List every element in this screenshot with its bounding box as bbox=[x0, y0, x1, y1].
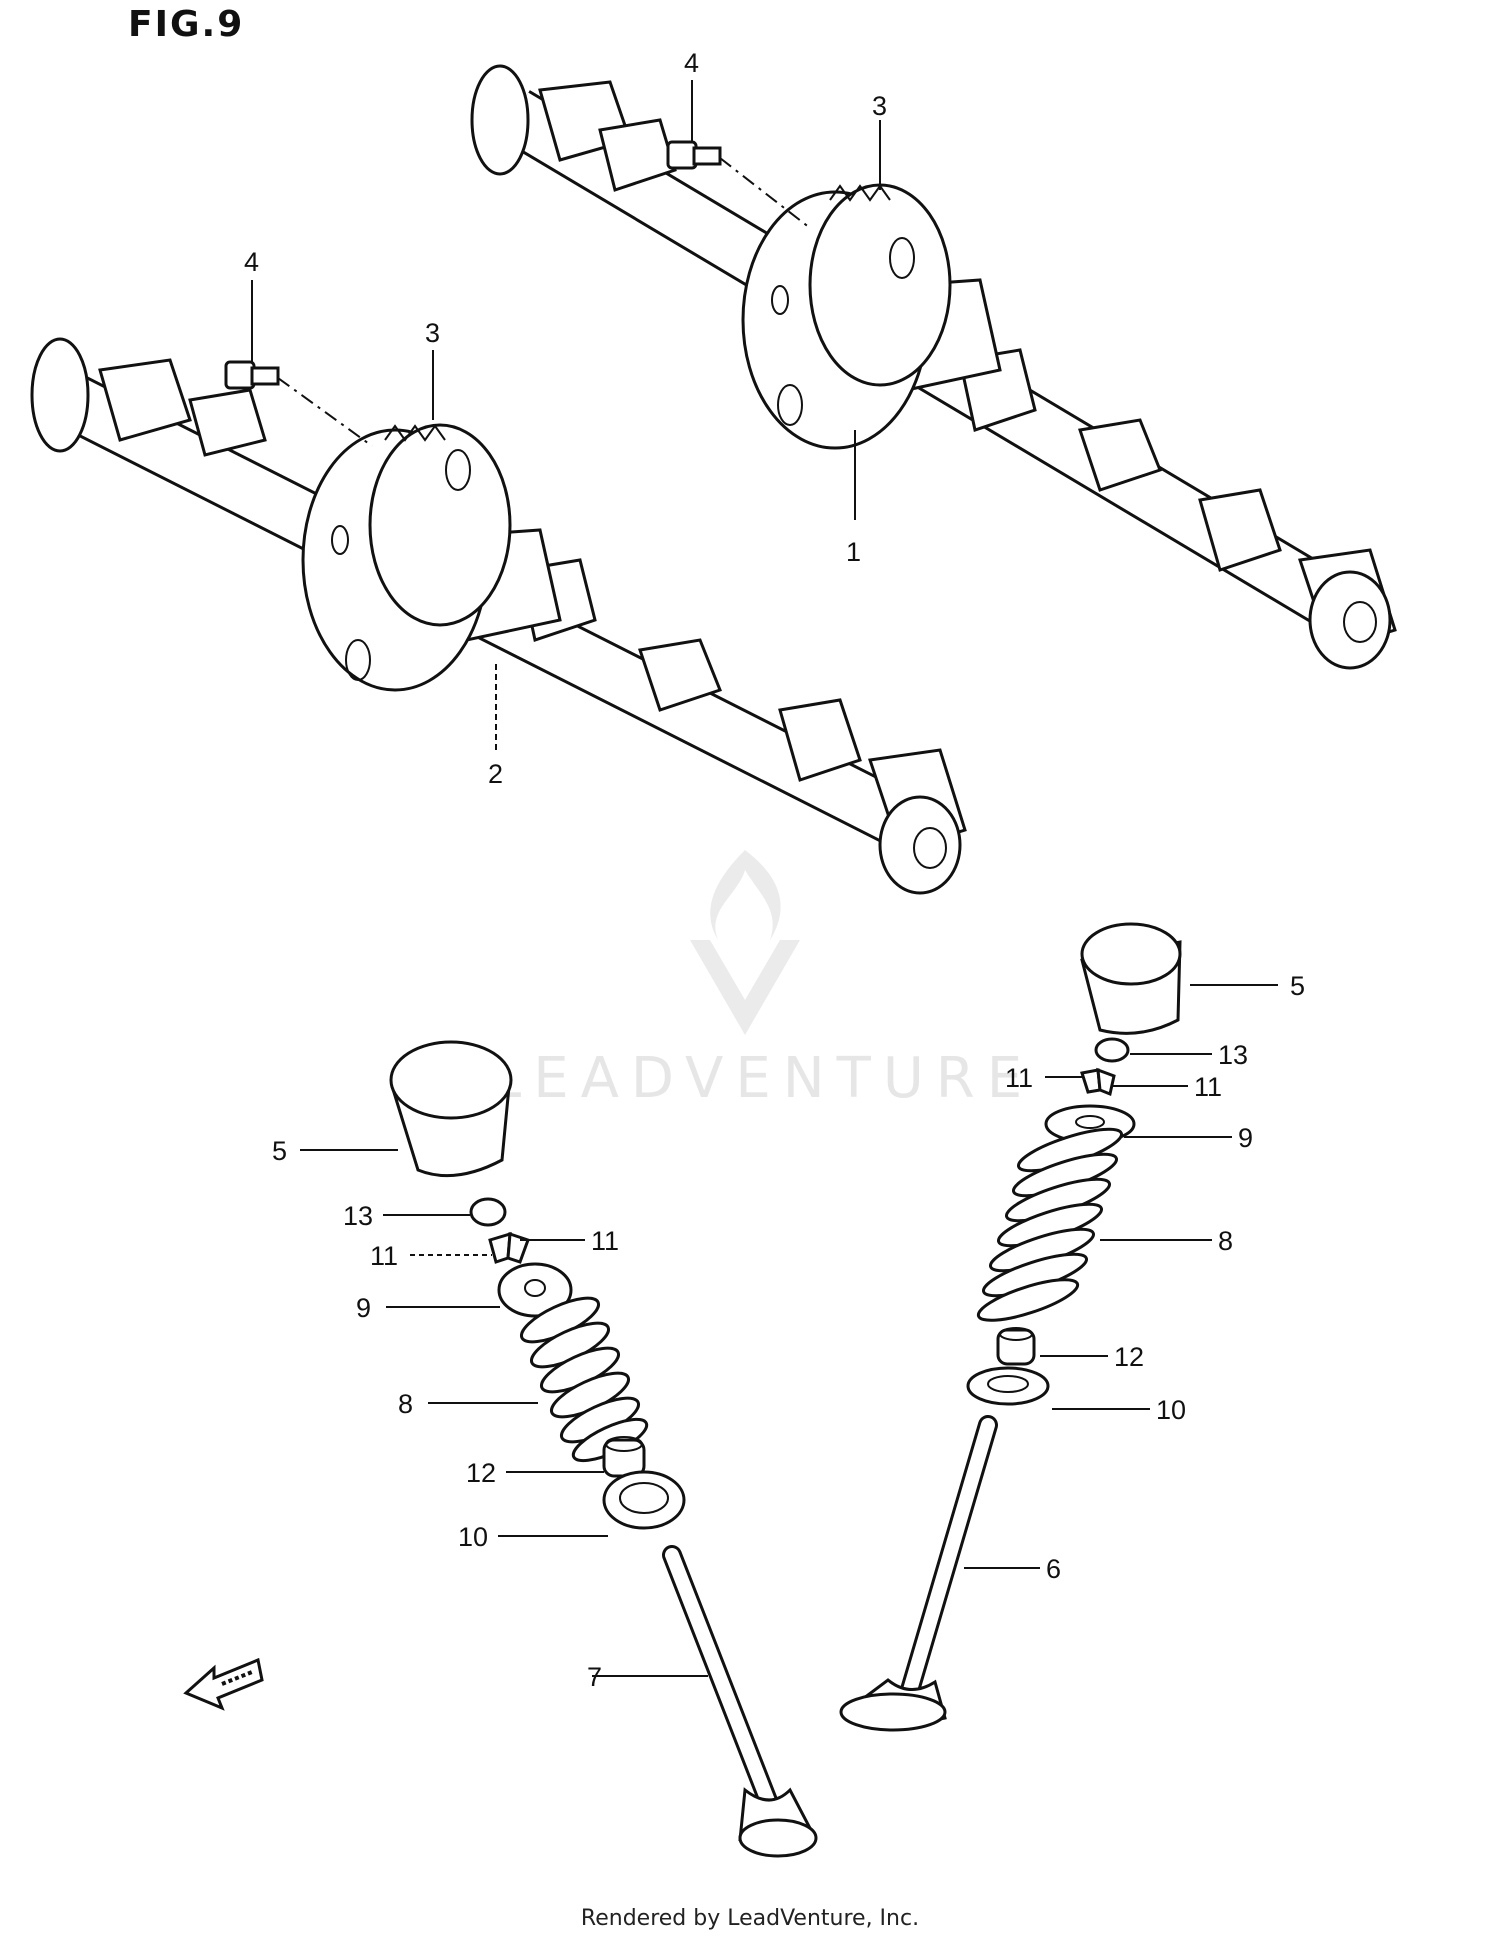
shim-left bbox=[469, 1197, 507, 1227]
camshaft-intake bbox=[30, 337, 967, 895]
callout-7: 7 bbox=[587, 1662, 602, 1692]
tappet-right bbox=[1080, 922, 1182, 1035]
valve-spring-left bbox=[519, 1296, 649, 1463]
callout-11-left-a: 11 bbox=[370, 1241, 398, 1271]
exhaust-valve bbox=[839, 1415, 998, 1732]
callout-9-right: 9 bbox=[1238, 1123, 1253, 1153]
callout-6: 6 bbox=[1046, 1554, 1061, 1584]
callout-8-left: 8 bbox=[398, 1389, 413, 1419]
cam-sprocket-left bbox=[301, 423, 512, 692]
callout-9-left: 9 bbox=[356, 1293, 371, 1323]
cam-bolt-right bbox=[666, 140, 811, 229]
callout-labels: 1 2 3 3 4 4 5 5 6 7 8 8 9 9 10 10 11 11 … bbox=[244, 48, 1305, 1692]
footer-credit: Rendered by LeadVenture, Inc. bbox=[580, 1906, 920, 1931]
callout-11-right-a: 11 bbox=[1005, 1063, 1033, 1093]
figure-title: FIG.9 bbox=[128, 4, 245, 45]
shim-right bbox=[1094, 1037, 1130, 1063]
watermark-logo bbox=[690, 850, 800, 1035]
tappet-left bbox=[389, 1040, 513, 1178]
spring-seat-left bbox=[602, 1470, 686, 1530]
callout-4-left: 4 bbox=[244, 247, 259, 277]
callout-5-right: 5 bbox=[1290, 971, 1305, 1001]
cam-sprocket-right bbox=[741, 183, 952, 450]
spring-seat-right bbox=[966, 1366, 1050, 1406]
callout-13-left: 13 bbox=[343, 1201, 373, 1231]
spring-retainer-left bbox=[497, 1262, 573, 1318]
valve-assembly-right bbox=[839, 922, 1182, 1732]
intake-valve bbox=[662, 1545, 818, 1858]
callout-4-right: 4 bbox=[684, 48, 699, 78]
callout-8-right: 8 bbox=[1218, 1226, 1233, 1256]
callout-11-left-b: 11 bbox=[591, 1226, 619, 1256]
stem-seal-right bbox=[996, 1327, 1036, 1366]
callout-3-right: 3 bbox=[872, 91, 887, 121]
callout-12-left: 12 bbox=[466, 1458, 496, 1488]
stem-seal-left bbox=[602, 1436, 646, 1478]
callout-3-left: 3 bbox=[425, 318, 440, 348]
fwd-arrow-icon bbox=[183, 1657, 264, 1711]
callout-13-right: 13 bbox=[1218, 1040, 1248, 1070]
callout-5-left: 5 bbox=[272, 1136, 287, 1166]
valve-assembly-left bbox=[389, 1040, 818, 1858]
watermark-text: LEADVENTURE bbox=[490, 1046, 1035, 1111]
cotter-left bbox=[488, 1231, 530, 1264]
valve-spring-right bbox=[976, 1127, 1124, 1322]
camshaft-exhaust bbox=[470, 64, 1397, 670]
callout-1: 1 bbox=[846, 537, 861, 567]
callout-11-right-b: 11 bbox=[1194, 1072, 1222, 1102]
cam-bolt-left bbox=[224, 360, 373, 447]
cotter-right bbox=[1080, 1067, 1116, 1097]
leader-lines bbox=[251, 80, 1278, 1677]
callout-12-right: 12 bbox=[1114, 1342, 1144, 1372]
callout-2: 2 bbox=[488, 759, 503, 789]
callout-10-right: 10 bbox=[1156, 1395, 1186, 1425]
callout-10-left: 10 bbox=[458, 1522, 488, 1552]
